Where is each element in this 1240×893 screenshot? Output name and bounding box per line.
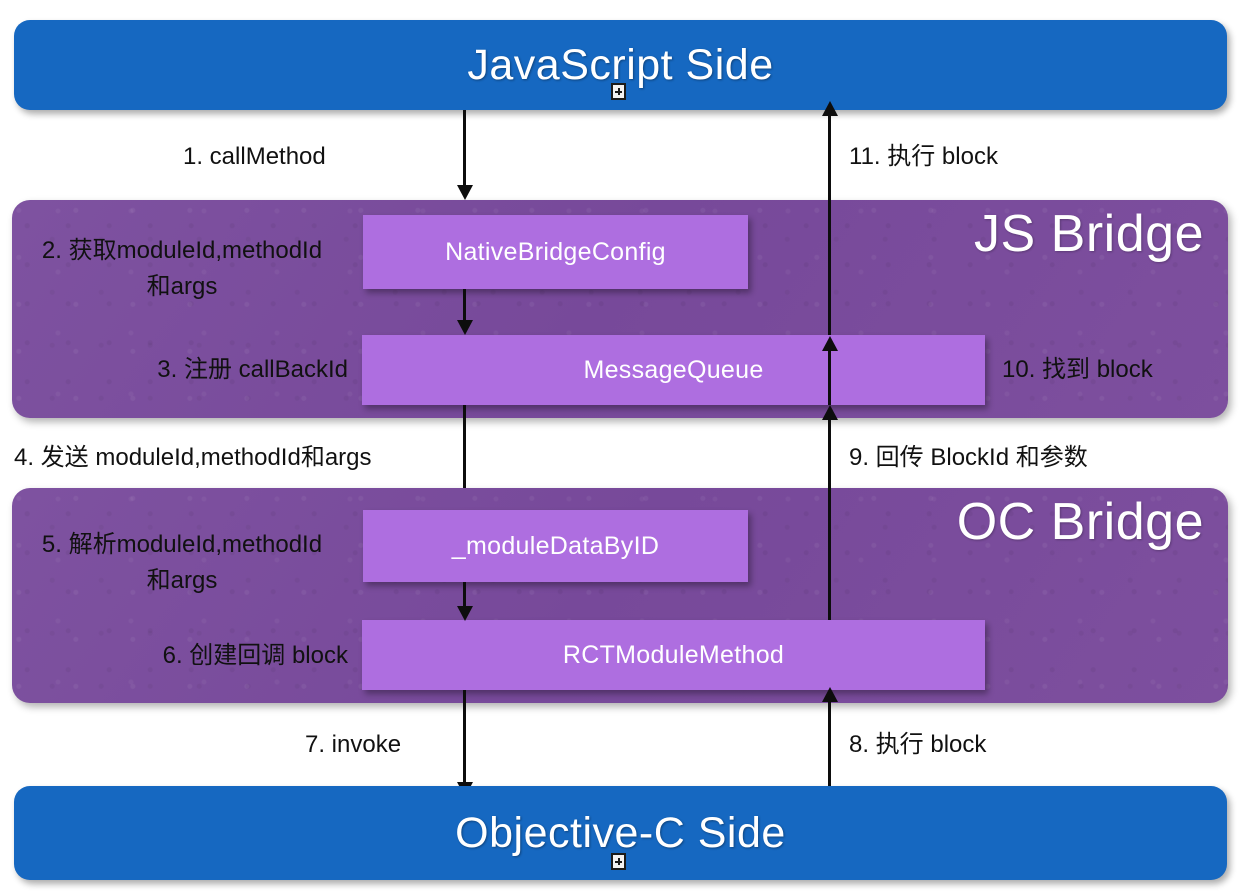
step-label-2: 2. 获取moduleId,methodId 和args	[41, 237, 323, 300]
module-box-messagequeue[interactable]: MessageQueue	[362, 335, 985, 405]
arrowhead-up-icon	[821, 687, 838, 702]
arrowhead-up-icon	[821, 336, 838, 351]
arrow-line-step-10-upper	[828, 200, 831, 335]
step-label-5: 5. 解析moduleId,methodId 和args	[41, 531, 323, 594]
module-label-rctmodulemethod: RCTModuleMethod	[562, 640, 785, 669]
arrow-step-1-down	[456, 110, 473, 200]
arrowhead-down-icon	[456, 320, 473, 335]
module-box-moduledatabyid[interactable]: _moduleDataByID	[363, 510, 748, 582]
step-label-1: 1. callMethod	[183, 143, 326, 170]
step-label-9: 9. 回传 BlockId 和参数	[849, 444, 1088, 471]
arrow-moduledatabyid-to-rctmodulemethod	[456, 582, 473, 621]
plus-handle-icon-top[interactable]	[611, 83, 626, 100]
step-label-6: 6. 创建回调 block	[162, 642, 348, 669]
arrow-line-step-8-upper	[828, 488, 831, 620]
module-box-nativebridgeconfig[interactable]: NativeBridgeConfig	[363, 215, 748, 289]
step-label-4: 4. 发送 moduleId,methodId和args	[14, 444, 372, 471]
oc-bridge-title: OC Bridge	[956, 493, 1204, 551]
module-label-messagequeue: MessageQueue	[583, 355, 764, 384]
js-bridge-title: JS Bridge	[974, 205, 1204, 263]
module-label-moduledatabyid: _moduleDataByID	[451, 531, 660, 560]
arrowhead-up-icon	[821, 101, 838, 116]
step-label-10: 10. 找到 block	[1002, 356, 1153, 383]
module-label-nativebridgeconfig: NativeBridgeConfig	[445, 237, 666, 266]
javascript-side-label: JavaScript Side	[467, 40, 774, 89]
arrow-step-8-up	[821, 687, 838, 788]
arrow-step-9-up	[821, 405, 838, 518]
arrowhead-down-icon	[456, 185, 473, 200]
step-label-11: 11. 执行 block	[849, 143, 998, 170]
step-label-3: 3. 注册 callBackId	[157, 356, 348, 383]
arrow-step-10-up	[821, 336, 838, 405]
arrowhead-down-icon	[456, 606, 473, 621]
module-box-rctmodulemethod[interactable]: RCTModuleMethod	[362, 620, 985, 690]
arrow-step-11-up	[821, 101, 838, 200]
objective-c-side-label: Objective-C Side	[455, 808, 786, 857]
step-label-8: 8. 执行 block	[849, 731, 987, 758]
arrowhead-up-icon	[821, 405, 838, 420]
step-label-7: 7. invoke	[305, 731, 402, 758]
arrow-nativebridgeconfig-to-messagequeue	[456, 289, 473, 335]
arrow-step-7-down	[456, 690, 473, 797]
plus-handle-icon-bottom[interactable]	[611, 853, 626, 870]
